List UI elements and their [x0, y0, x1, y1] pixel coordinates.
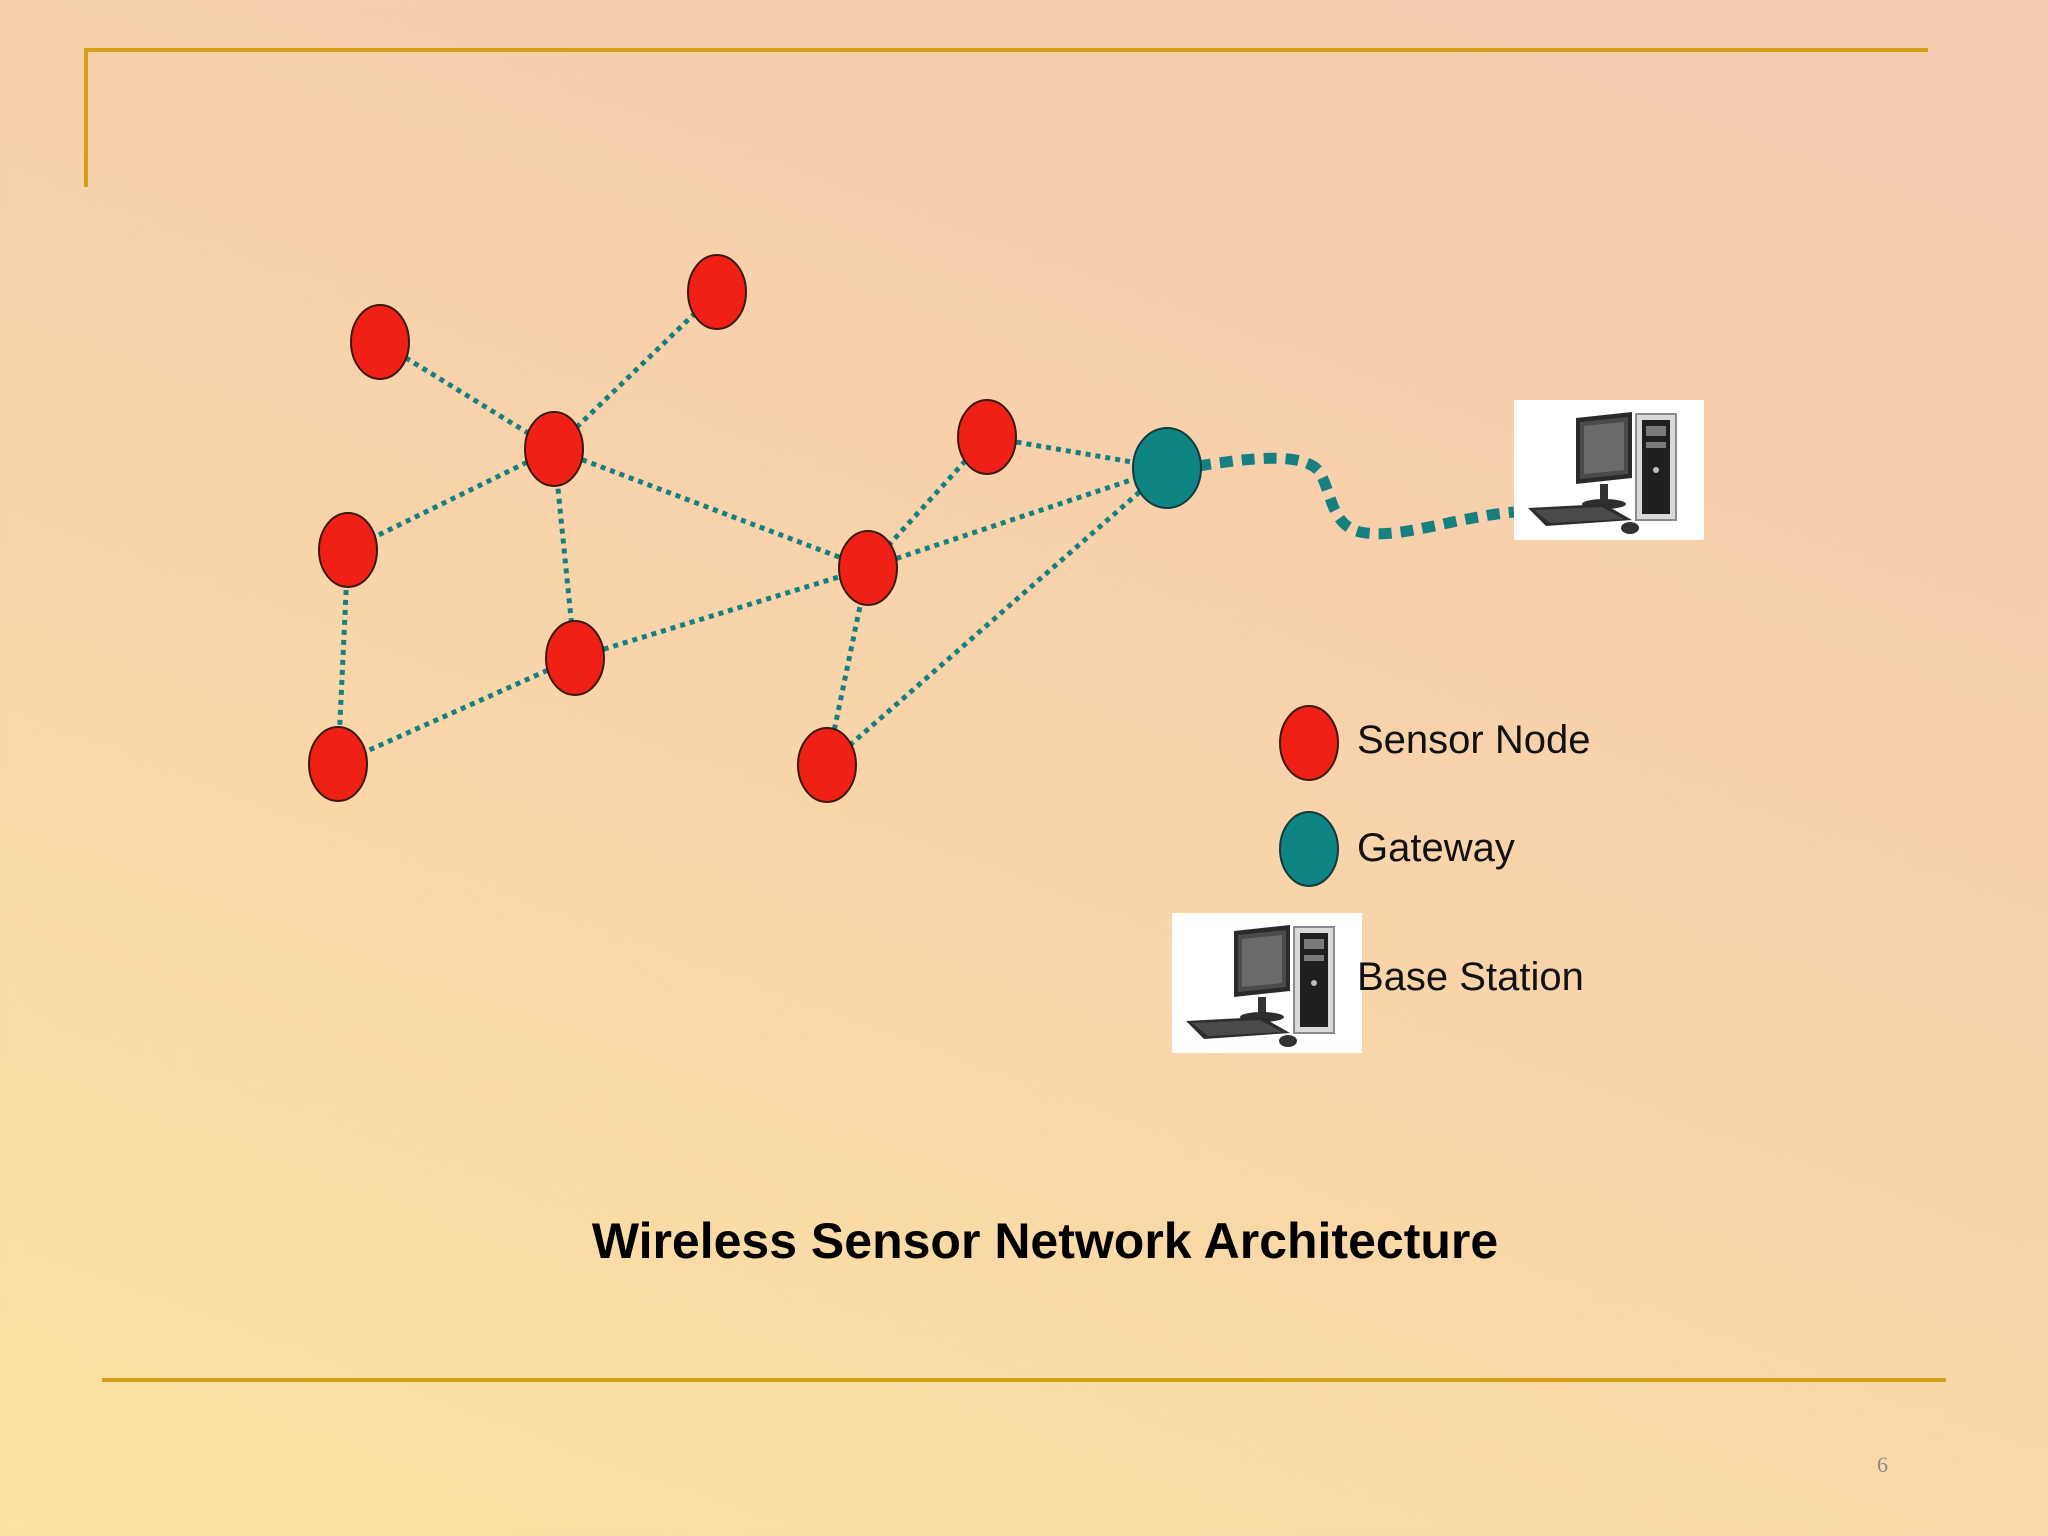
link-s5-s7: [574, 565, 869, 661]
gateway-node: [1132, 427, 1202, 509]
legend-sensor-node-label: Sensor Node: [1357, 718, 1591, 762]
legend-base-station-label: Base Station: [1357, 955, 1584, 999]
sensor-node: [838, 530, 898, 606]
link-gw-bs: [1197, 452, 1515, 540]
sensor-node: [350, 304, 410, 380]
link-s1-s3: [378, 339, 556, 452]
legend-gateway-symbol: [1279, 811, 1339, 887]
link-s2-s3: [552, 290, 719, 451]
link-s3-s4: [346, 446, 556, 553]
sensor-node: [957, 399, 1017, 475]
frame-top-line: [84, 48, 1928, 187]
sensor-node: [545, 620, 605, 696]
sensor-node: [524, 411, 584, 487]
diagram-title: Wireless Sensor Network Architecture: [591, 1213, 1499, 1269]
page-number: 6: [1877, 1452, 1888, 1477]
sensor-node: [687, 254, 747, 330]
sensor-node: [308, 726, 368, 802]
base-station-computer-icon: [1513, 399, 1705, 541]
link-s9-gw: [825, 466, 1169, 767]
legend-sensor-node-symbol: [1279, 705, 1339, 781]
sensor-node: [797, 727, 857, 803]
network-links: [335, 290, 1169, 767]
link-s7-gw: [867, 465, 1168, 571]
link-s5-s6: [336, 655, 577, 767]
legend-base-station-computer-icon: [1171, 912, 1363, 1054]
legend-gateway-label: Gateway: [1357, 826, 1515, 870]
sensor-node: [318, 512, 378, 588]
link-s3-s7: [553, 446, 869, 571]
